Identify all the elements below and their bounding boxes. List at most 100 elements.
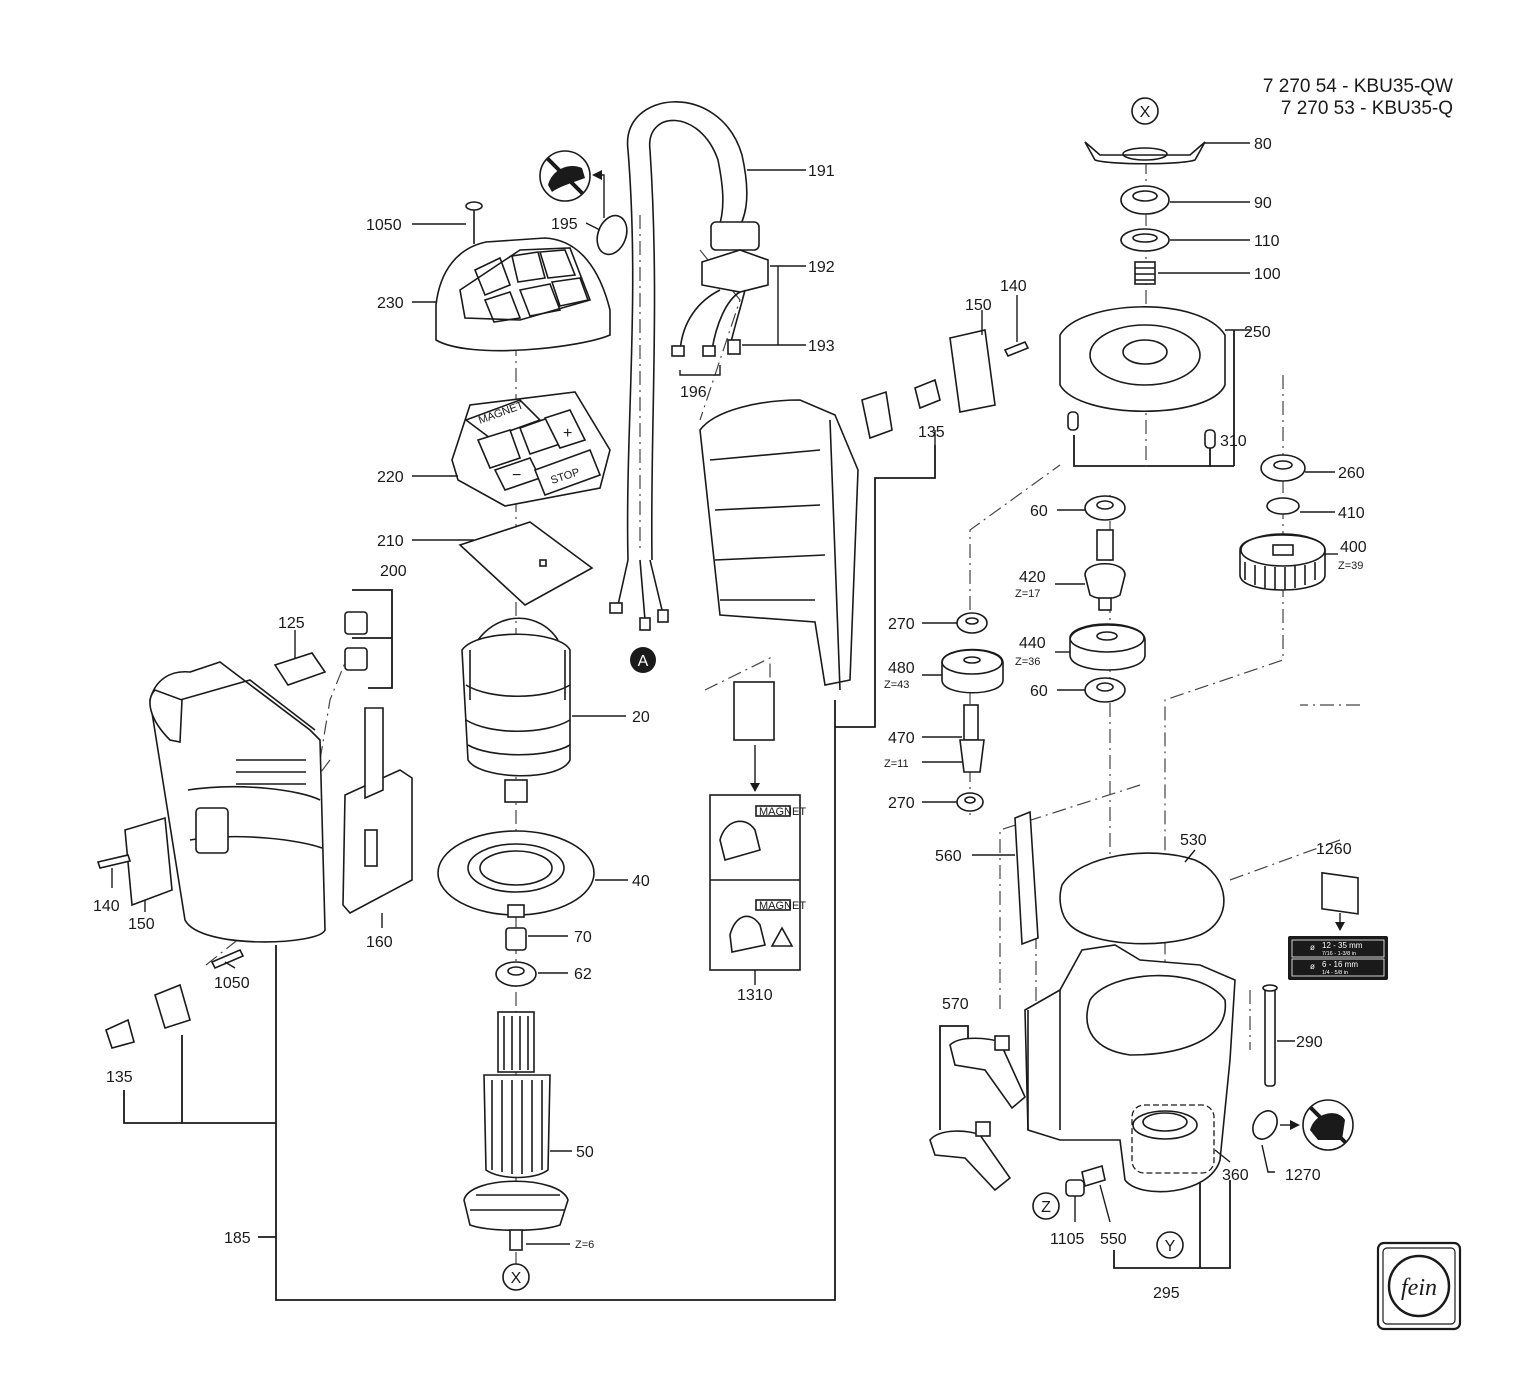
callout-290: 290 — [1296, 1034, 1323, 1051]
callout-270-upper: 270 — [888, 616, 915, 633]
label-magnet-bottom: MAGNET — [759, 900, 806, 912]
teeth-480: Z=43 — [884, 679, 909, 691]
callout-550: 550 — [1100, 1231, 1127, 1248]
bearing-60-lower — [1084, 677, 1126, 703]
callout-150-left: 150 — [128, 916, 155, 933]
callout-160: 160 — [366, 934, 393, 951]
fein-logo: fein — [1376, 1241, 1462, 1331]
svg-text:Z: Z — [1041, 1199, 1051, 1216]
callout-196: 196 — [680, 384, 707, 401]
callout-20: 20 — [632, 709, 650, 726]
callout-192: 192 — [808, 259, 835, 276]
washer-110 — [1120, 228, 1170, 252]
callout-1310: 1310 — [737, 987, 773, 1004]
callout-60-lower: 60 — [1030, 683, 1048, 700]
marker-x-top: X — [1131, 97, 1159, 125]
callout-1050-top: 1050 — [366, 217, 402, 234]
label-magnet-top: MAGNET — [759, 806, 806, 818]
marker-y: Y — [1156, 1231, 1184, 1259]
callout-150-right: 150 — [965, 297, 992, 314]
callout-250: 250 — [1244, 324, 1271, 341]
handle-housing — [699, 399, 859, 691]
callout-470: 470 — [888, 730, 915, 747]
callout-530: 530 — [1180, 832, 1207, 849]
spring-100 — [1134, 261, 1156, 285]
screw-140-right — [1003, 340, 1030, 358]
svg-text:X: X — [511, 1270, 522, 1287]
label-row2-sub: 1/4 - 5/8 in — [1322, 970, 1348, 976]
label-dia-1: ø — [1310, 943, 1315, 952]
switch-135-left — [105, 983, 191, 1049]
key-minus-label: − — [512, 467, 521, 484]
cable-sleeve — [710, 221, 760, 251]
callout-220: 220 — [377, 469, 404, 486]
assembly-200-bracket — [352, 589, 393, 689]
leader-lines — [111, 142, 1338, 1245]
key-plus-label: + — [563, 425, 572, 442]
label-row2-main: 6 - 16 mm — [1322, 960, 1358, 969]
bearing-62 — [495, 961, 537, 987]
assembly-570-bracket — [939, 1025, 969, 1130]
screw-1050-lower — [210, 948, 245, 970]
callout-191: 191 — [808, 163, 835, 180]
callout-360: 360 — [1222, 1167, 1249, 1184]
callout-200: 200 — [380, 563, 407, 580]
callout-570: 570 — [942, 996, 969, 1013]
label-card-1310: MAGNET MAGNET — [709, 681, 806, 971]
callout-560: 560 — [935, 848, 962, 865]
model-line-1: 7 270 54 - KBU35-QW — [1263, 76, 1453, 97]
lever-570-upper — [949, 1035, 1026, 1110]
lever-570-lower — [929, 1121, 1012, 1192]
cover-160 — [342, 707, 413, 915]
sticker-1260 — [1321, 871, 1359, 931]
brush-cap-150-left — [124, 816, 173, 907]
svg-text:Y: Y — [1165, 1238, 1176, 1255]
ring-410 — [1266, 497, 1300, 515]
callout-1270: 1270 — [1285, 1167, 1321, 1184]
svg-text:X: X — [1140, 104, 1151, 121]
teeth-50: Z=6 — [575, 1239, 594, 1251]
screw-140-left — [96, 854, 132, 869]
assembly-185-bracket — [123, 445, 936, 1301]
svg-text:A: A — [638, 653, 649, 670]
pinion-470 — [959, 704, 985, 773]
callout-310: 310 — [1220, 433, 1247, 450]
callout-410: 410 — [1338, 505, 1365, 522]
cable-191 — [596, 101, 769, 631]
brush-holders-200 — [344, 611, 368, 671]
callout-1105: 1105 — [1050, 1231, 1085, 1248]
callout-135-right: 135 — [918, 424, 945, 441]
callout-62: 62 — [574, 966, 592, 983]
capacity-label-1260: ø 12 - 35 mm 7/16 - 1-3/8 in ø 6 - 16 mm… — [1288, 936, 1388, 980]
label-row1-main: 12 - 35 mm — [1322, 941, 1363, 950]
callout-270-lower: 270 — [888, 795, 915, 812]
callout-185: 185 — [224, 1230, 251, 1247]
callout-295: 295 — [1153, 1285, 1180, 1302]
callout-110: 110 — [1254, 233, 1280, 250]
rack-560 — [1014, 810, 1039, 946]
seal-1270 — [1252, 1110, 1300, 1140]
callout-140-right: 140 — [1000, 278, 1027, 295]
assembly-310-bracket — [1073, 330, 1235, 467]
teeth-440: Z=36 — [1015, 656, 1040, 668]
spindle-290 — [1262, 984, 1278, 1087]
callout-1050-lower: 1050 — [214, 975, 250, 992]
callout-210: 210 — [377, 533, 404, 550]
connector-193 — [727, 339, 741, 355]
bearing-60-upper — [1084, 495, 1126, 521]
keypad-220: MAGNET + − STOP — [451, 391, 611, 507]
callout-140-left: 140 — [93, 898, 120, 915]
no-grease-warning-icon — [1302, 1099, 1354, 1151]
marker-z: Z — [1032, 1192, 1060, 1220]
cap-150-right — [949, 329, 996, 413]
label-row1-sub: 7/16 - 1-3/8 in — [1322, 951, 1356, 957]
callout-260: 260 — [1338, 465, 1365, 482]
teeth-470: Z=11 — [884, 758, 909, 770]
circuit-board-210 — [458, 521, 594, 606]
bearing-70 — [505, 927, 527, 951]
gear-housing-295 — [1024, 944, 1236, 1193]
callout-60-upper: 60 — [1030, 503, 1048, 520]
gear-400 — [1239, 533, 1326, 591]
callout-125: 125 — [278, 615, 305, 632]
